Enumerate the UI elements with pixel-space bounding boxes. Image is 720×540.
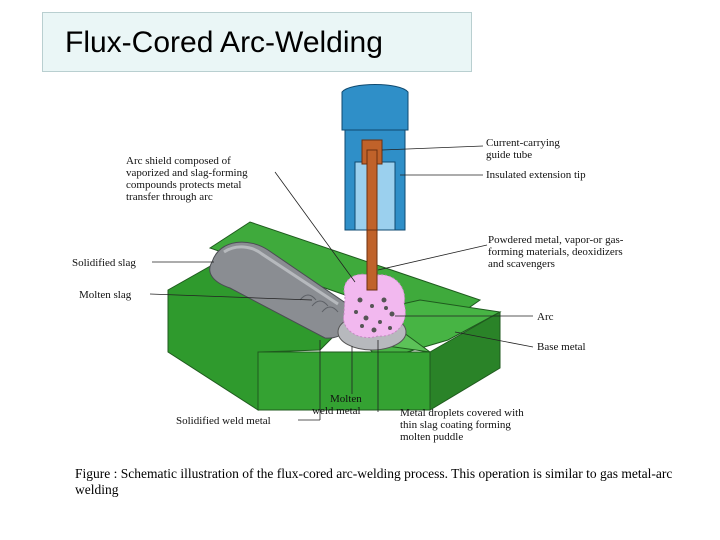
- label-molten-weld-metal: Molten weld metal: [312, 393, 365, 417]
- label-arc: Arc: [537, 311, 554, 323]
- page-title: Flux-Cored Arc-Welding: [65, 26, 383, 59]
- metal-droplets: [354, 297, 395, 333]
- label-solidified-weld-metal: Solidified weld metal: [176, 415, 271, 427]
- label-powdered-metal: Powdered metal, vapor-or gas- forming ma…: [488, 234, 626, 270]
- nozzle-top: [341, 84, 409, 131]
- label-arc-shield: Arc shield composed of vaporized and sla…: [126, 155, 250, 203]
- label-metal-droplets: Metal droplets covered with thin slag co…: [400, 407, 526, 443]
- electrode-in-nozzle: [366, 149, 378, 231]
- label-current-tube: Current-carrying guide tube: [486, 137, 563, 161]
- label-insulated-tip: Insulated extension tip: [486, 169, 586, 181]
- title-box: Flux-Cored Arc-Welding: [42, 12, 472, 72]
- molten-slag-ripples: [299, 294, 339, 313]
- figure-caption: Figure : Schematic illustration of the f…: [75, 466, 673, 497]
- leader-lines: [149, 145, 534, 421]
- label-base-metal: Base metal: [537, 341, 586, 353]
- arc-glow: [343, 273, 406, 338]
- weld-bead-highlight: [223, 245, 339, 306]
- base-metal-right-face: [429, 311, 501, 411]
- label-solidified-slag: Solidified slag: [72, 257, 136, 269]
- label-molten-slag: Molten slag: [79, 289, 132, 301]
